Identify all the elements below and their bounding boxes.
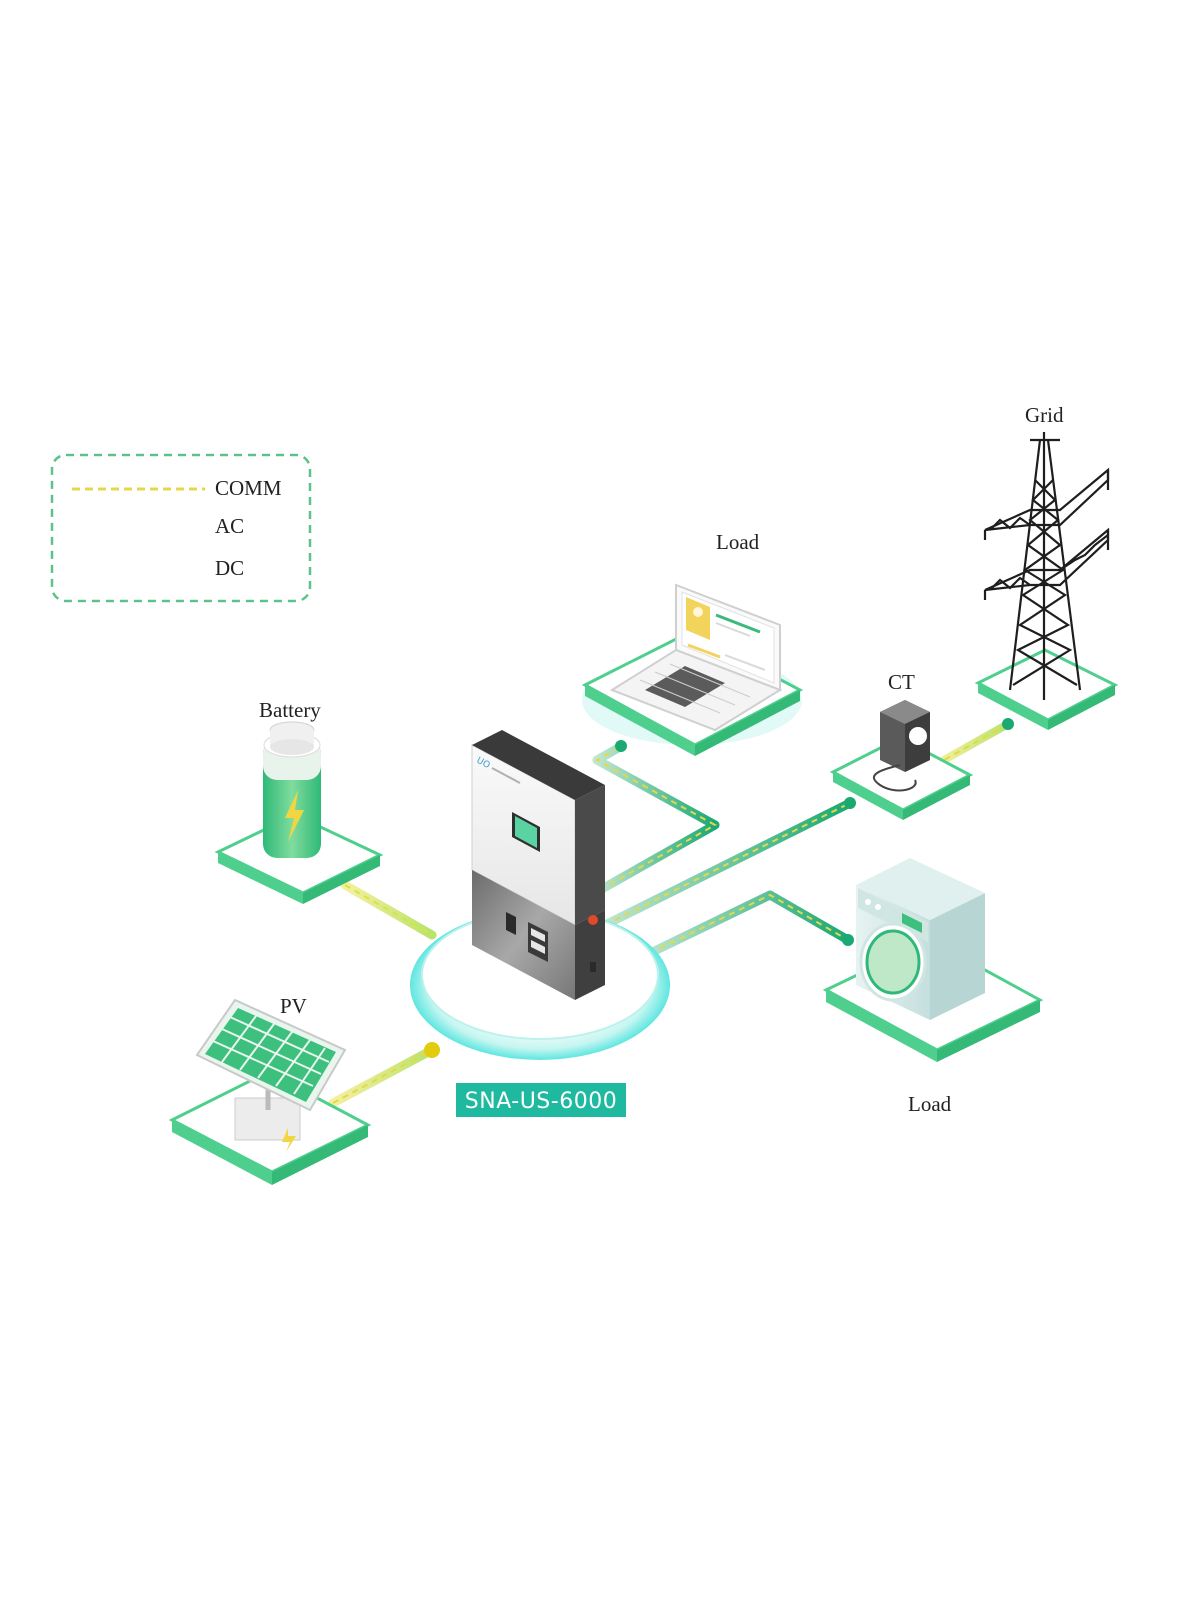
wire-end-pv xyxy=(424,1042,440,1058)
washer-load-label: Load xyxy=(908,1092,952,1116)
pv-lightning-icon xyxy=(282,1128,296,1152)
power-switch-icon xyxy=(588,915,598,925)
wire-comm-battery xyxy=(344,884,433,936)
wire-comm-washer-load xyxy=(639,893,849,959)
wire-end-ct xyxy=(844,797,856,809)
lightning-bolt-icon xyxy=(285,790,304,842)
legend-comm-label: COMM xyxy=(215,476,282,500)
wire-end-laptop xyxy=(615,740,627,752)
wire-comm-ct xyxy=(604,802,851,926)
model-badge-label: SNA-US-6000 xyxy=(465,1089,617,1114)
transmission-tower-icon xyxy=(983,432,1110,700)
connection-wires xyxy=(328,718,1014,1108)
grid-platform-side xyxy=(978,683,1048,730)
inverter-icon: UO xyxy=(471,730,605,1000)
wire-comm-grid xyxy=(934,723,1009,766)
wire-ac-washer-load xyxy=(635,890,853,963)
washing-machine-icon xyxy=(856,858,985,1020)
ct-platform-side-right xyxy=(903,775,970,820)
washer-platform-side-right xyxy=(937,1000,1040,1062)
laptop-load-node: Load xyxy=(581,530,804,756)
grid-node: Grid xyxy=(974,403,1119,730)
legend-ac-label: AC xyxy=(215,514,244,538)
wire-comm-laptop-load xyxy=(594,746,718,891)
grid-label: Grid xyxy=(1025,403,1064,427)
legend-dc-label: DC xyxy=(215,556,244,580)
inverter-node: UO SNA-US-6000 xyxy=(410,730,670,1117)
battery-label: Battery xyxy=(259,698,321,722)
grid-platform-side-right xyxy=(1048,685,1115,730)
laptop-load-label: Load xyxy=(716,530,760,554)
solar-panel-icon xyxy=(195,998,347,1152)
laptop-platform-side-right xyxy=(695,690,800,756)
washer-platform-side xyxy=(826,990,937,1062)
grid-platform xyxy=(974,648,1119,722)
wire-comm-pv xyxy=(332,1049,433,1104)
laptop-platform-side xyxy=(585,685,695,756)
battery-platform-side-right xyxy=(303,855,380,904)
battery-platform-side xyxy=(218,852,303,904)
ct-node: CT xyxy=(829,670,974,820)
legend-border xyxy=(50,453,312,603)
ct-platform-side xyxy=(833,772,903,820)
wire-end-grid xyxy=(1002,718,1014,730)
pv-label: PV xyxy=(280,994,307,1018)
pv-platform-side xyxy=(172,1120,272,1185)
model-badge xyxy=(456,1083,626,1117)
washer-load-node: Load xyxy=(822,858,1044,1116)
laptop-icon xyxy=(609,583,783,732)
wire-ac-laptop-load xyxy=(592,742,720,895)
battery-icon xyxy=(263,721,321,858)
wire-end-washer xyxy=(842,934,854,946)
current-transformer-icon xyxy=(872,700,930,792)
legend: COMM AC DC xyxy=(50,453,312,603)
ct-label: CT xyxy=(888,670,915,694)
pv-node: PV xyxy=(168,994,372,1185)
battery-node: Battery xyxy=(214,698,384,904)
pv-platform-side-right xyxy=(272,1125,368,1185)
